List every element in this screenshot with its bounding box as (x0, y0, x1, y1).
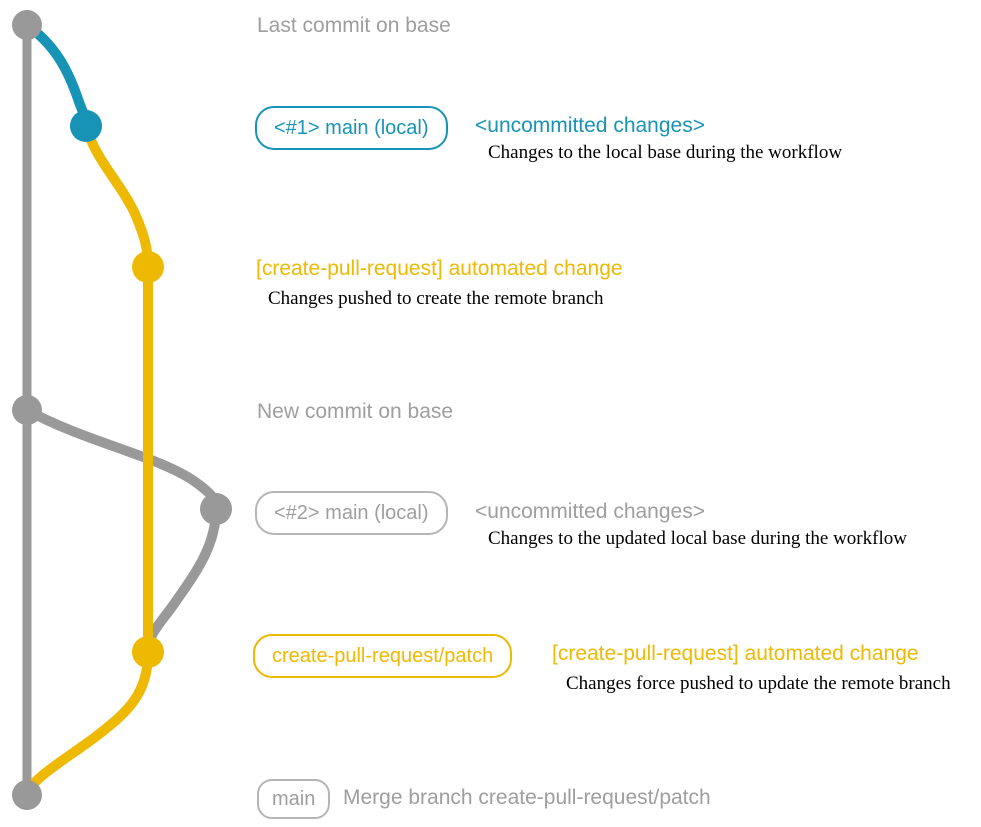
commit-dot-automated-change-1 (132, 251, 164, 283)
push1-description: Changes pushed to create the remote bran… (268, 288, 604, 309)
updated-local-branch-line (24, 405, 222, 653)
local-main-branch-line (24, 20, 91, 127)
branch-badge-main-local-2: <#2> main (local) (255, 491, 448, 535)
push2-title: [create-pull-request] automated change (552, 642, 919, 665)
merge-title: Merge branch create-pull-request/patch (343, 786, 711, 809)
commit-dot-last-base (12, 10, 42, 40)
annotation-last-commit-on-base: Last commit on base (257, 14, 451, 37)
commit-dot-main-local-2 (200, 493, 232, 525)
annotation-new-commit-on-base: New commit on base (257, 400, 454, 423)
commit-dot-main-local-1 (70, 110, 102, 142)
commit-dot-automated-change-2 (132, 636, 164, 668)
commit-dot-new-base (12, 395, 42, 425)
commit2-title: <uncommitted changes> (475, 500, 705, 523)
commit1-title: <uncommitted changes> (475, 114, 705, 137)
branch-badge-create-pull-request-patch: create-pull-request/patch (253, 634, 513, 678)
push1-title: [create-pull-request] automated change (256, 257, 623, 280)
push2-description: Changes force pushed to update the remot… (566, 673, 951, 694)
commit1-description: Changes to the local base during the wor… (488, 142, 843, 163)
commit2-description: Changes to the updated local base during… (488, 528, 907, 549)
create-pull-request-branch-line (22, 124, 153, 795)
commit-dot-merge (12, 780, 42, 810)
branch-badge-main: main (257, 779, 331, 819)
branch-badge-main-local-1: <#1> main (local) (255, 106, 448, 150)
